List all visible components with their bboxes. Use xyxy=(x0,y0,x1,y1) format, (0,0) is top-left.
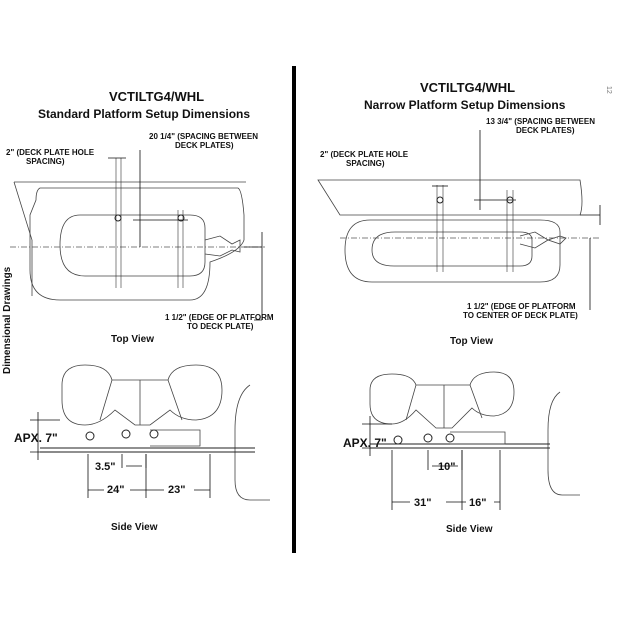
right-spacing-dim xyxy=(474,130,516,210)
left-spacing-note: 20 1/4" (SPACING BETWEEN DECK PLATES) xyxy=(149,132,258,150)
right-tie-down-bracket xyxy=(450,431,506,445)
right-top-view-label: Top View xyxy=(450,336,493,347)
left-post-2 xyxy=(177,210,184,288)
right-inner-loop xyxy=(371,231,533,267)
right-hole-spacing-note: 2" (DECK PLATE HOLE SPACING) xyxy=(320,150,409,168)
right-chair-frame xyxy=(405,384,483,428)
left-top-view-drawing xyxy=(10,150,265,321)
right-platform-top xyxy=(317,179,583,216)
right-vehicle-outline xyxy=(547,391,580,496)
right-dim-c: 16" xyxy=(469,497,487,509)
left-deck-wheel-1 xyxy=(85,431,95,441)
left-bolt-1 xyxy=(114,214,122,222)
left-deck-wheel-3 xyxy=(149,429,159,439)
right-side-view-label: Side View xyxy=(446,524,493,535)
right-platform-outline xyxy=(344,219,561,283)
left-post-1 xyxy=(115,158,122,288)
right-tie-down-hook xyxy=(519,231,567,249)
left-model-title: VCTILTG4/WHL xyxy=(109,89,205,104)
right-post-2 xyxy=(506,190,514,272)
left-platform-outline xyxy=(29,187,245,301)
left-dim-b: 24" xyxy=(107,484,125,496)
left-deck-wheel-2 xyxy=(121,429,131,439)
right-apx-height: APX. 7" xyxy=(343,436,387,450)
left-side-view-label: Side View xyxy=(111,522,158,533)
left-spacing-dim xyxy=(133,150,188,247)
left-top-view-label: Top View xyxy=(111,334,154,345)
left-subtitle: Standard Platform Setup Dimensions xyxy=(38,107,251,121)
panel-divider xyxy=(292,66,296,553)
left-edge-note: 1 1/2" (EDGE OF PLATFORM TO DECK PLATE) xyxy=(165,313,274,331)
right-edge-dim-leader xyxy=(580,205,601,310)
right-subtitle: Narrow Platform Setup Dimensions xyxy=(364,98,566,112)
right-model-title: VCTILTG4/WHL xyxy=(420,80,516,95)
left-side-view-drawing xyxy=(30,364,270,501)
right-deck-wheel-1 xyxy=(393,435,403,445)
left-tie-down-hook xyxy=(204,235,241,257)
right-bolt-1 xyxy=(436,196,444,204)
left-edge-dim-leader xyxy=(244,232,263,321)
left-tie-down-bracket xyxy=(150,429,201,447)
right-edge-note: 1 1/2" (EDGE OF PLATFORM TO CENTER OF DE… xyxy=(463,302,578,320)
right-deck-wheel-2 xyxy=(423,433,433,443)
left-dim-bc-lines xyxy=(87,454,211,498)
left-bolt-2 xyxy=(177,214,185,222)
right-top-view-drawing xyxy=(317,130,601,310)
left-platform-left-edge xyxy=(13,181,33,296)
left-dim-a-line xyxy=(121,454,147,468)
right-dim-b: 31" xyxy=(414,497,432,509)
left-inner-loop xyxy=(59,214,206,277)
left-apx-dim xyxy=(30,412,60,460)
right-apx-dim xyxy=(362,416,392,456)
right-spacing-note: 13 3/4" (SPACING BETWEEN DECK PLATES) xyxy=(486,117,595,135)
right-dim-bc-lines xyxy=(391,450,501,510)
left-platform-line xyxy=(40,447,255,453)
right-platform-line xyxy=(370,443,550,449)
left-apx-height: APX. 7" xyxy=(14,431,58,445)
right-side-view-drawing xyxy=(362,371,580,510)
left-dim-c: 23" xyxy=(168,484,186,496)
left-hole-spacing-note: 2" (DECK PLATE HOLE SPACING) xyxy=(6,148,95,166)
right-deck-wheel-3 xyxy=(445,433,455,443)
right-dim-a-line xyxy=(427,450,463,470)
left-chair-frame xyxy=(99,379,183,425)
right-dim-a: 10" xyxy=(438,461,456,473)
right-chair-body xyxy=(369,371,515,429)
left-chair-body xyxy=(61,364,223,426)
left-vehicle-outline xyxy=(234,384,270,501)
left-dim-a: 3.5" xyxy=(95,461,116,473)
